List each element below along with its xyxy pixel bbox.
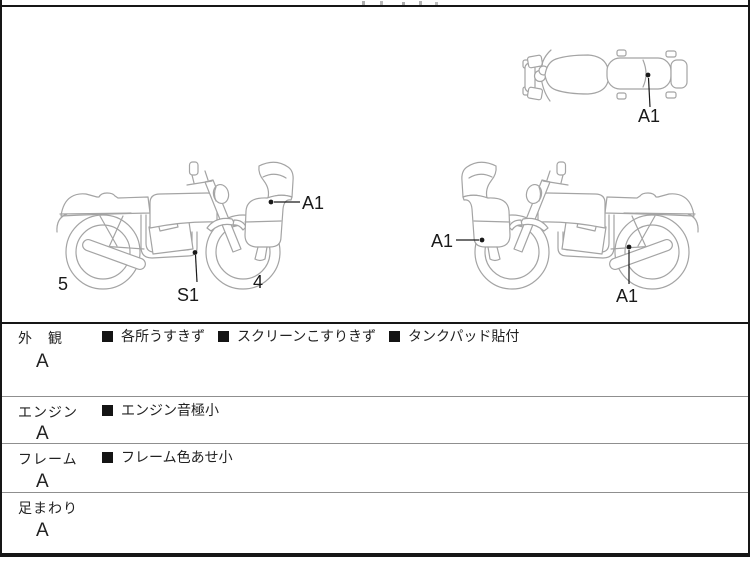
row-divider (1, 396, 749, 397)
section-divider (0, 322, 750, 324)
right-view-fairing-label: A1 (431, 231, 453, 251)
right-border (748, 0, 750, 557)
left-view-engine-label: S1 (177, 285, 199, 305)
note-text: エンジン音極小 (121, 402, 219, 418)
marker-dot (626, 244, 632, 250)
category-label: エンジン (18, 404, 78, 420)
bottom-border (0, 553, 750, 557)
bullet-square-icon (102, 404, 113, 416)
marker-dot (645, 72, 651, 78)
cutoff-text-remnant (362, 1, 365, 5)
bullet-square-icon (218, 330, 229, 342)
grade-value: A (36, 471, 49, 492)
note-item: タンクパッド貼付 (389, 329, 519, 343)
category-label: 足まわり (18, 500, 78, 516)
inspection-row-exterior: 外 観 A 各所うすきず スクリーンこすりきず タンクパッド貼付 (2, 324, 748, 396)
inspection-row-engine: エンジン A エンジン音極小 (2, 397, 748, 443)
bullet-square-icon (102, 330, 113, 342)
marker-dot (268, 199, 274, 205)
note-item: フレーム色あせ小 (102, 450, 233, 464)
note-item: スクリーンこすりきず (218, 329, 376, 343)
note-text: スクリーンこすりきず (237, 328, 377, 344)
bullet-square-icon (389, 330, 401, 342)
diagram-annotations: A1 5 S1 4 A1 A1 A1 (58, 72, 660, 306)
note-text: タンクパッド貼付 (408, 328, 520, 344)
header-cell (355, 0, 748, 5)
note-text: フレーム色あせ小 (121, 449, 233, 465)
note-item: 各所うすきず (102, 329, 205, 343)
marker-dot (192, 250, 198, 255)
motorcycle-left-side-view (56, 161, 294, 290)
left-view-front-label: 4 (253, 272, 263, 292)
inspection-row-frame: フレーム A フレーム色あせ小 (2, 444, 748, 492)
motorcycle-top-view (522, 49, 688, 102)
left-view-fairing-label: A1 (302, 193, 324, 213)
grade-value: A (36, 423, 49, 444)
right-view-exhaust-label: A1 (616, 286, 638, 306)
grade-value: A (36, 520, 49, 541)
category-label: フレーム (18, 451, 78, 467)
bullet-square-icon (102, 451, 113, 463)
top-view-fairing-label: A1 (638, 106, 660, 126)
inspection-row-undercarriage: 足まわり A (2, 493, 748, 553)
left-border (0, 0, 2, 557)
left-view-rear-label: 5 (58, 274, 68, 294)
note-text: 各所うすきず (121, 328, 205, 344)
marker-dot (479, 237, 485, 243)
motorcycle-right-side-view (461, 161, 699, 290)
notes-list: エンジン音極小 (102, 403, 219, 417)
row-divider (1, 492, 749, 493)
notes-list: 各所うすきず スクリーンこすりきず タンクパッド貼付 (102, 329, 519, 343)
grade-value: A (36, 351, 49, 372)
category-label: 外 観 (18, 330, 63, 346)
header-bottom-border (0, 5, 750, 7)
row-divider (1, 443, 749, 444)
note-item: エンジン音極小 (102, 403, 219, 417)
notes-list: フレーム色あせ小 (102, 450, 233, 464)
